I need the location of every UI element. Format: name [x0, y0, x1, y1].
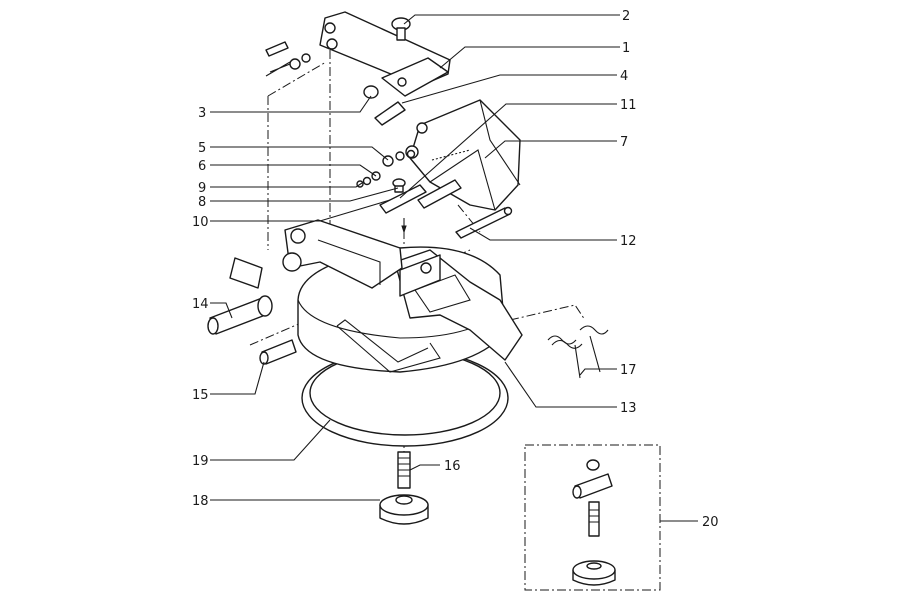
callout-20: 20: [702, 515, 719, 530]
callout-1: 1: [622, 41, 630, 56]
part-7-top-yoke: [405, 99, 521, 211]
callout-18: 18: [192, 494, 209, 509]
callout-2: 2: [622, 9, 630, 24]
callout-15: 15: [192, 388, 209, 403]
callout-numbers: 2 1 4 3 11 7 5 6 9 8 10 12 14 17 15 13 1…: [192, 9, 719, 530]
callout-9: 9: [198, 181, 206, 196]
callout-10: 10: [192, 215, 209, 230]
callout-4: 4: [620, 69, 628, 84]
callout-17: 17: [620, 363, 637, 378]
part-20-detail-box: [524, 444, 661, 591]
part-14-shaft: [207, 257, 273, 335]
part-11-pins: [379, 179, 462, 214]
callout-6: 6: [198, 159, 206, 174]
callout-12: 12: [620, 234, 637, 249]
top-linkage: [265, 11, 451, 126]
callout-5: 5: [198, 141, 206, 156]
part-13-main-body: [297, 246, 523, 373]
callout-8: 8: [198, 195, 206, 210]
part-19-base-ring: [301, 349, 509, 447]
arm-assembly: [282, 219, 403, 289]
callout-11: 11: [620, 98, 637, 113]
callout-13: 13: [620, 401, 637, 416]
callout-16: 16: [444, 459, 461, 474]
callout-7: 7: [620, 135, 628, 150]
part-16-threaded-stud: [397, 451, 411, 489]
part-18-foot-pad: [379, 494, 429, 525]
part-12-pin: [455, 206, 513, 239]
leader-lines: [210, 14, 698, 522]
callout-3: 3: [198, 106, 206, 121]
part-17-springs: [547, 325, 609, 379]
part-15-shaft: [259, 339, 297, 365]
callout-14: 14: [192, 297, 209, 312]
callout-19: 19: [192, 454, 209, 469]
